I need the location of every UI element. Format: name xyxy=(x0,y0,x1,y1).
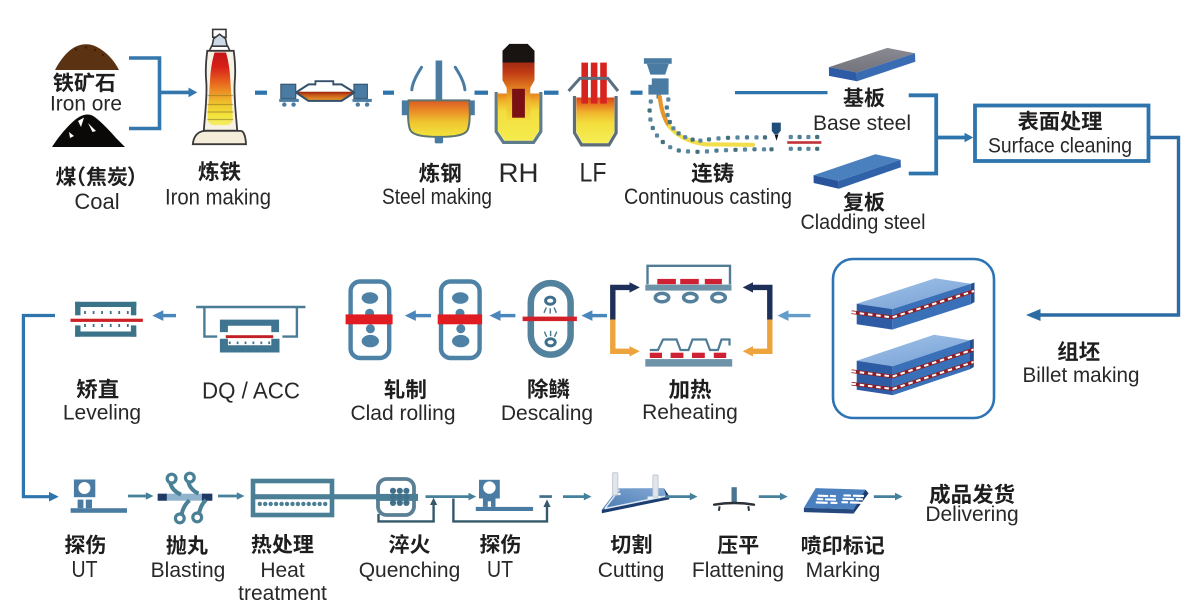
svg-text:Quenching: Quenching xyxy=(359,559,461,582)
svg-text:Continuous casting: Continuous casting xyxy=(624,184,792,209)
svg-text:UT: UT xyxy=(72,556,98,582)
svg-text:RH: RH xyxy=(499,158,539,188)
svg-text:Blasting: Blasting xyxy=(151,559,226,582)
svg-text:UT: UT xyxy=(487,556,513,582)
svg-text:Clad rolling: Clad rolling xyxy=(350,402,455,425)
svg-text:Coal: Coal xyxy=(74,189,119,214)
svg-text:Descaling: Descaling xyxy=(501,402,593,425)
svg-text:Iron making: Iron making xyxy=(165,185,271,210)
svg-text:treatment: treatment xyxy=(238,582,327,605)
svg-text:DQ / ACC: DQ / ACC xyxy=(202,378,300,404)
svg-text:Cutting: Cutting xyxy=(598,559,665,582)
svg-text:Surface cleaning: Surface cleaning xyxy=(988,135,1132,158)
svg-text:Iron ore: Iron ore xyxy=(50,93,122,116)
svg-text:Cladding steel: Cladding steel xyxy=(801,211,926,234)
svg-text:Leveling: Leveling xyxy=(63,402,141,425)
svg-text:Base steel: Base steel xyxy=(813,112,911,135)
svg-text:Heat: Heat xyxy=(260,559,305,582)
svg-text:Steel making: Steel making xyxy=(382,184,492,209)
svg-text:Reheating: Reheating xyxy=(642,401,738,424)
svg-text:Flattening: Flattening xyxy=(692,559,784,582)
svg-text:Billet making: Billet making xyxy=(1023,364,1140,387)
svg-text:LF: LF xyxy=(580,158,607,188)
svg-text:Delivering: Delivering xyxy=(925,503,1018,526)
svg-text:Marking: Marking xyxy=(806,559,881,582)
